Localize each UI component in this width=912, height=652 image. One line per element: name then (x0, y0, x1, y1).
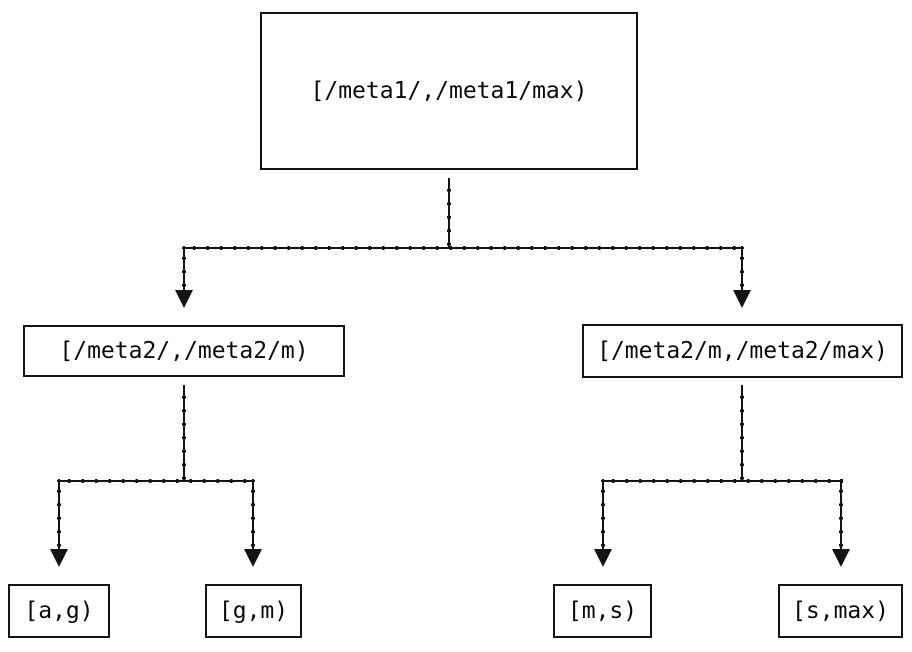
connector-drop-leaf-ms (601, 479, 605, 551)
node-meta2-right-label: [/meta2/m,/meta2/max) (597, 338, 888, 364)
arrowhead-down-leaf-ag-icon (50, 549, 68, 567)
node-meta2-left: [/meta2/,/meta2/m) (23, 325, 345, 377)
node-leaf-ms: [m,s) (553, 584, 652, 638)
connector-meta2-right-stem (740, 385, 744, 481)
connector-drop-leaf-gm (251, 479, 255, 551)
node-leaf-gm-label: [g,m) (218, 598, 289, 624)
node-leaf-ms-label: [m,s) (567, 598, 638, 624)
node-meta2-left-label: [/meta2/,/meta2/m) (59, 338, 309, 364)
arrowhead-down-meta2-left-icon (175, 290, 193, 308)
connector-drop-meta2-right (740, 246, 744, 292)
connector-meta2-left-stem (182, 385, 186, 481)
connector-meta2-right-branch (601, 479, 843, 483)
arrowhead-down-leaf-ms-icon (594, 549, 612, 567)
node-leaf-smax: [s,max) (778, 584, 903, 638)
connector-meta2-left-branch (57, 479, 255, 483)
arrowhead-down-leaf-smax-icon (832, 549, 850, 567)
node-root: [/meta1/,/meta1/max) (260, 12, 638, 170)
node-meta2-right: [/meta2/m,/meta2/max) (582, 324, 903, 378)
connector-drop-leaf-ag (57, 479, 61, 551)
connector-drop-leaf-smax (839, 479, 843, 551)
node-root-label: [/meta1/,/meta1/max) (310, 78, 588, 104)
connector-drop-meta2-left (182, 246, 186, 292)
arrowhead-down-meta2-right-icon (733, 290, 751, 308)
connector-root-stem (447, 178, 451, 248)
node-leaf-gm: [g,m) (205, 584, 302, 638)
node-leaf-ag: [a,g) (8, 584, 110, 638)
arrowhead-down-leaf-gm-icon (244, 549, 262, 567)
node-leaf-smax-label: [s,max) (792, 598, 889, 624)
connector-root-branch (182, 246, 744, 250)
node-leaf-ag-label: [a,g) (24, 598, 94, 624)
